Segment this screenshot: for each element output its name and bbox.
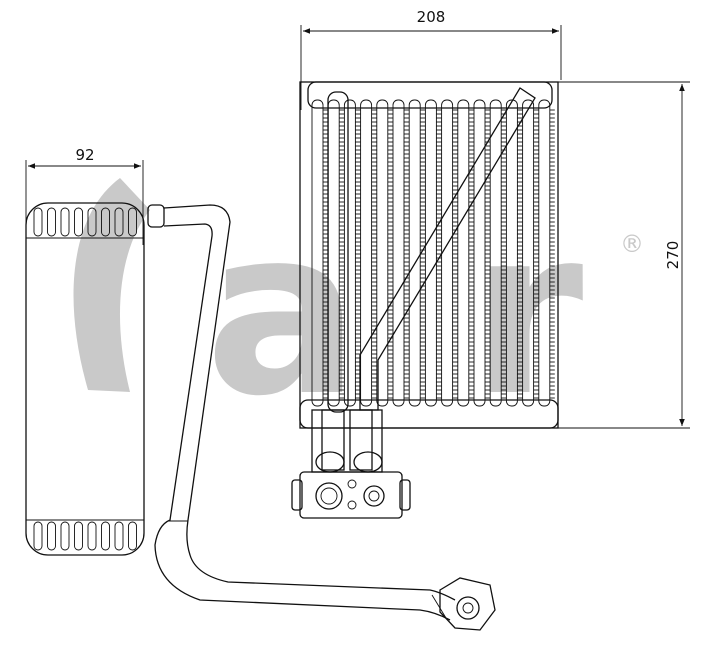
expansion-valve [291, 409, 411, 519]
core-tube [360, 99, 373, 407]
core-tube [343, 99, 356, 407]
core-tube [489, 99, 502, 407]
core-tube [505, 99, 518, 407]
core-tube [457, 99, 470, 407]
side-view-top-fins [33, 207, 137, 237]
core-tube [538, 99, 551, 407]
registered-mark: ® [620, 230, 644, 258]
width-dimension-label: 208 [417, 8, 446, 26]
core-tube [392, 99, 405, 407]
outlet-pipe [154, 204, 496, 631]
height-dimension-label: 270 [664, 241, 682, 270]
watermark-arc [73, 178, 150, 392]
height-dimension: 270 [550, 81, 690, 429]
side-view [25, 202, 165, 556]
core-tube [408, 99, 421, 407]
side-view-bottom-fins [33, 521, 137, 551]
depth-dimension-label: 92 [75, 146, 94, 164]
core-tube [311, 99, 324, 407]
watermark-letter-r: r [470, 180, 583, 447]
evaporator-core [299, 81, 559, 429]
core-tubes [311, 99, 555, 407]
brand-watermark: a r ® [73, 178, 644, 447]
watermark-letter-a: a [205, 180, 360, 447]
core-tube [441, 99, 454, 407]
width-dimension: 208 [300, 8, 562, 110]
core-tube [424, 99, 437, 407]
core-tube [376, 99, 389, 407]
core-tube [473, 99, 486, 407]
core-tube [522, 99, 535, 407]
